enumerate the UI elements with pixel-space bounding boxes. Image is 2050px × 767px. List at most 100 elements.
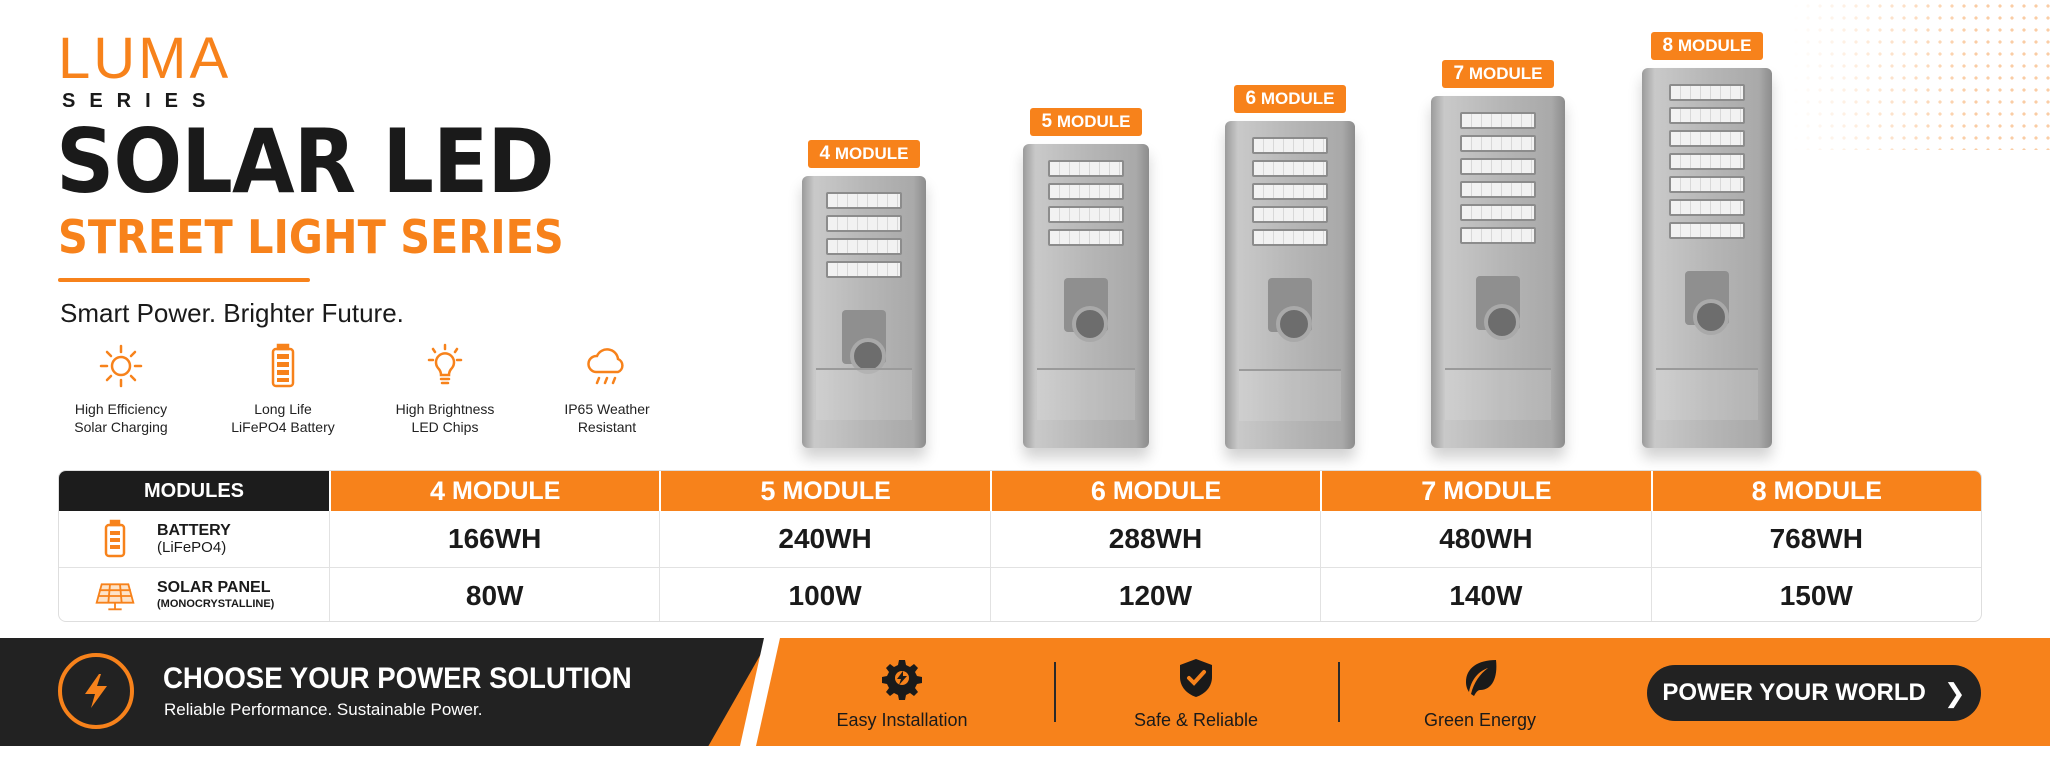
- row-sublabel: (LiFePO4): [157, 539, 227, 556]
- module-unit: MODULE: [1468, 64, 1543, 83]
- gear-icon: [882, 660, 922, 700]
- row-label: SOLAR PANEL: [157, 578, 271, 596]
- module-number: 4: [819, 143, 831, 164]
- led-module: [826, 192, 902, 209]
- battery-compartment: [816, 368, 912, 420]
- module-number: 7: [1453, 63, 1465, 84]
- table-row-label-solar-panel: SOLAR PANEL (MONOCRYSTALLINE): [59, 567, 329, 621]
- led-array: [1669, 84, 1745, 239]
- led-array: [1048, 160, 1124, 246]
- led-module: [1669, 176, 1745, 193]
- chevron-right-icon: ❯: [1943, 677, 1966, 708]
- feature-label-line-1: High Efficiency: [74, 401, 168, 417]
- banner-feature: Safe & Reliable: [1086, 656, 1306, 731]
- brand-series: SERIES: [62, 90, 220, 112]
- battery-compartment: [1656, 368, 1758, 420]
- led-module: [1460, 227, 1536, 244]
- module-number: 5: [1041, 111, 1053, 132]
- led-module: [1669, 199, 1745, 216]
- column-unit: MODULE: [782, 476, 891, 505]
- sun-icon: [99, 344, 143, 388]
- feature-item: High Efficiency Solar Charging: [40, 342, 202, 436]
- bulb-icon: [427, 343, 463, 385]
- table-cell: 480WH: [1320, 511, 1650, 567]
- table-cell: 120W: [989, 567, 1321, 621]
- battery-compartment: [1037, 368, 1135, 420]
- led-module: [1252, 137, 1328, 154]
- led-module: [1460, 204, 1536, 221]
- led-array: [1460, 112, 1536, 244]
- led-array: [1252, 137, 1328, 246]
- column-unit: MODULE: [1443, 476, 1552, 505]
- battery-icon: [271, 343, 295, 388]
- led-module: [1460, 112, 1536, 129]
- headline-line-1: SOLAR LED: [56, 110, 555, 213]
- feature-label-line-2: Solar Charging: [74, 419, 168, 435]
- banner-title: CHOOSE YOUR POWER SOLUTION: [163, 662, 632, 695]
- column-unit: MODULE: [452, 476, 561, 505]
- led-module: [826, 261, 902, 278]
- feature-label-line-2: LED Chips: [411, 419, 479, 435]
- module-tag: 5 MODULE: [1029, 108, 1143, 136]
- led-module: [1669, 222, 1745, 239]
- leaf-icon: [1466, 660, 1497, 696]
- lamp-image: [1431, 96, 1565, 448]
- module-tag: 7 MODULE: [1441, 60, 1555, 88]
- battery-compartment: [1239, 369, 1341, 421]
- feature-label-line-1: Long Life: [254, 401, 312, 417]
- tagline: Smart Power. Brighter Future.: [60, 298, 404, 328]
- lamp-image: [1642, 68, 1772, 448]
- column-number: 7: [1421, 475, 1437, 506]
- led-module: [1252, 206, 1328, 223]
- lamp-product: 7 MODULE: [1430, 60, 1566, 448]
- column-number: 4: [430, 475, 446, 506]
- module-unit: MODULE: [1260, 89, 1335, 108]
- led-module: [1048, 229, 1124, 246]
- led-module: [1048, 206, 1124, 223]
- led-module: [1669, 107, 1745, 124]
- led-module: [1669, 153, 1745, 170]
- led-module: [1048, 183, 1124, 200]
- brand-logo: LUMA SERIES: [58, 30, 231, 113]
- pole-mount: [1064, 278, 1108, 342]
- banner-feature-label: Green Energy: [1423, 710, 1537, 730]
- table-cell: 80W: [329, 567, 660, 621]
- lamp-product: 5 MODULE: [1022, 108, 1150, 448]
- table-cell: 768WH: [1650, 511, 1981, 567]
- table-cell: 166WH: [329, 511, 659, 567]
- feature-list: High Efficiency Solar Charging Long Life…: [40, 342, 688, 436]
- lamp-product: 4 MODULE: [800, 140, 928, 448]
- row-sublabel: (MONOCRYSTALLINE): [157, 597, 275, 610]
- brand-name: LUMA: [58, 26, 232, 91]
- module-unit: MODULE: [834, 144, 909, 163]
- banner-feature-label: Easy Installation: [836, 710, 968, 730]
- lamp-image: [802, 176, 926, 448]
- table-cell: 240WH: [659, 511, 989, 567]
- led-module: [1252, 160, 1328, 177]
- lamp-image: [1023, 144, 1149, 448]
- banner-feature: Green Energy: [1370, 656, 1590, 731]
- feature-item: IP65 Weather Resistant: [526, 342, 688, 436]
- module-number: 8: [1662, 35, 1674, 56]
- led-module: [1460, 181, 1536, 198]
- power-your-world-button[interactable]: POWER YOUR WORLD ❯: [1647, 665, 1981, 721]
- module-unit: MODULE: [1677, 36, 1752, 55]
- led-module: [1669, 130, 1745, 147]
- lightning-icon: [58, 653, 134, 729]
- led-module: [1048, 160, 1124, 177]
- banner-separator: [1054, 662, 1056, 722]
- feature-label-line-2: LiFePO4 Battery: [231, 419, 335, 435]
- pole-mount: [842, 310, 886, 374]
- table-cell: 140W: [1320, 567, 1651, 621]
- shield-icon: [1180, 659, 1212, 697]
- table-row-label-battery: BATTERY (LiFePO4): [59, 511, 329, 567]
- led-module: [1252, 183, 1328, 200]
- column-unit: MODULE: [1112, 476, 1222, 505]
- banner-feature: Easy Installation: [792, 656, 1012, 731]
- title-underline: [58, 278, 310, 282]
- table-cell: 100W: [659, 567, 990, 621]
